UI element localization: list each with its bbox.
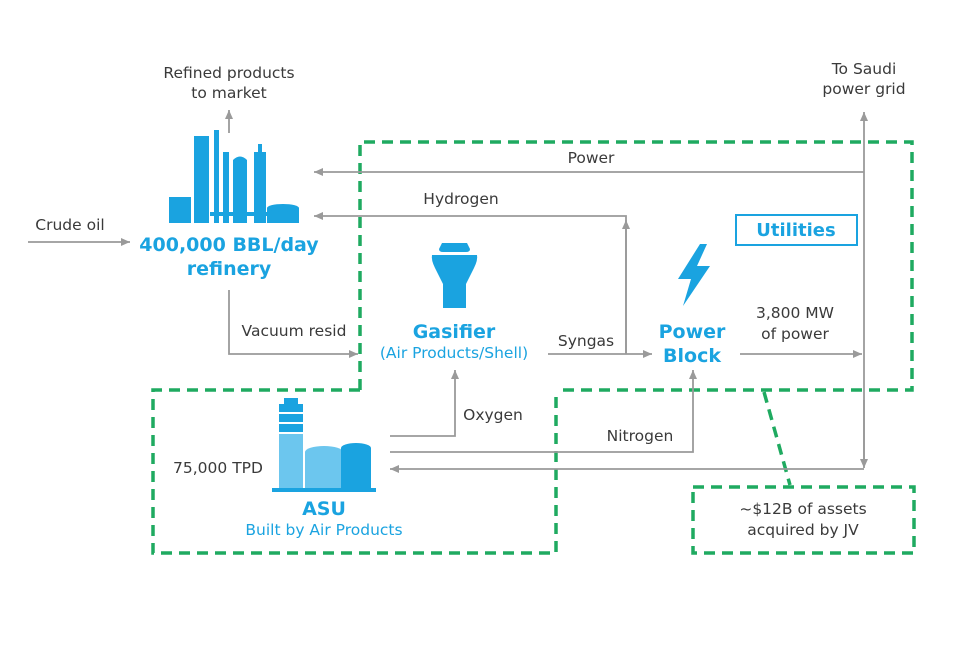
gasifier-label: Gasifier bbox=[413, 321, 496, 343]
hydrogen-label: Hydrogen bbox=[423, 190, 498, 208]
power-block-label-2: Block bbox=[663, 345, 721, 367]
jv-boundaries bbox=[151, 140, 916, 555]
utilities-label: Utilities bbox=[756, 220, 835, 241]
mw-label-1: 3,800 MW bbox=[756, 304, 834, 322]
asu-sub-label: Built by Air Products bbox=[245, 521, 402, 539]
syngas-label: Syngas bbox=[558, 332, 614, 350]
crude-oil-label: Crude oil bbox=[35, 216, 104, 234]
utilities-boundary bbox=[358, 140, 914, 392]
asu-plant-icon bbox=[272, 398, 376, 492]
refinery-icon bbox=[169, 130, 299, 223]
oxygen-label: Oxygen bbox=[463, 406, 523, 424]
vacuum-resid-label: Vacuum resid bbox=[242, 322, 347, 340]
gasifier-sub-label: (Air Products/Shell) bbox=[380, 344, 528, 362]
oxygen-arrow bbox=[390, 370, 459, 437]
power-block-label-1: Power bbox=[659, 321, 726, 343]
lightning-bolt-icon bbox=[678, 244, 710, 306]
vacuum-resid-arrow bbox=[228, 290, 358, 358]
refined-label-1: Refined products bbox=[163, 64, 294, 82]
refinery-label-2: refinery bbox=[187, 258, 272, 280]
asu-capacity-label: 75,000 TPD bbox=[173, 459, 263, 477]
assets-box bbox=[691, 485, 916, 555]
saudi-grid-label-2: power grid bbox=[822, 80, 905, 98]
nitrogen-arrow bbox=[390, 370, 697, 453]
refined-label-2: to market bbox=[191, 84, 267, 102]
asu-boundary bbox=[151, 388, 558, 555]
power-label: Power bbox=[568, 149, 615, 167]
assets-label-1: ~$12B of assets bbox=[739, 500, 866, 518]
utilities-box bbox=[735, 214, 858, 246]
nitrogen-label: Nitrogen bbox=[607, 427, 674, 445]
gasifier-icon bbox=[431, 243, 478, 308]
refinery-label-1: 400,000 BBL/day bbox=[139, 234, 319, 256]
asu-label: ASU bbox=[302, 498, 346, 520]
assets-label-2: acquired by JV bbox=[747, 521, 859, 539]
mw-label-2: of power bbox=[761, 325, 829, 343]
saudi-grid-label-1: To Saudi bbox=[831, 60, 897, 78]
flow-arrows bbox=[28, 110, 868, 473]
assets-connector bbox=[762, 391, 792, 486]
